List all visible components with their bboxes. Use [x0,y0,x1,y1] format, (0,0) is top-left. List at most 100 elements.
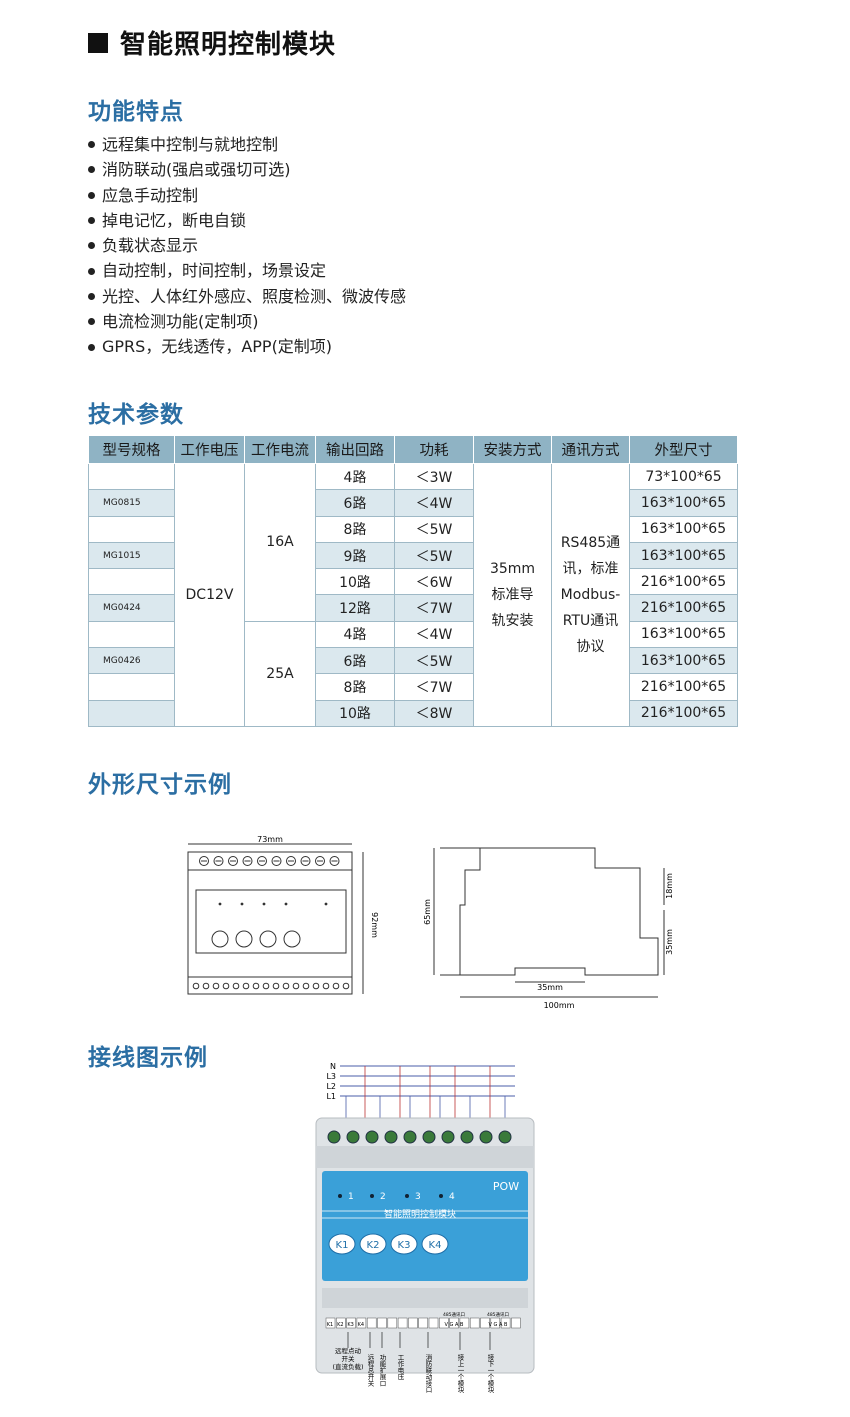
port-a-label: 485通讯口 [443,1311,465,1318]
feature-item: 光控、人体红外感应、照度检测、微波传感 [88,284,406,309]
side-top-label: 18mm [665,873,674,899]
terminal-screw-icon [460,1130,474,1144]
section-title-specs: 技术参数 [88,402,184,428]
screw-icon [199,856,209,866]
size-cell: 163*100*65 [629,620,738,649]
bullet-icon [88,292,95,300]
front-width-label: 73mm [257,835,283,844]
size-cell: 163*100*65 [629,489,738,517]
side-height-label: 65mm [423,899,432,925]
model-cell: MG0426 [88,647,175,675]
key-button-icon [390,1233,418,1255]
power-cell: ＜4W [394,489,474,517]
feature-item: 应急手动控制 [88,183,406,208]
current-cell: 16A [244,463,316,622]
current-cell: 25A [244,620,316,727]
circuit-cell: 6路 [315,647,395,675]
screw-icon [228,856,238,866]
led-icon [405,1194,409,1198]
key-button-icon [421,1233,449,1255]
size-cell: 216*100*65 [629,568,738,596]
bottom-terminal-cell [428,1317,439,1329]
table-header-cell: 通讯方式 [551,435,630,464]
led-dot-icon [218,902,222,906]
feature-item: GPRS，无线透传，APP(定制项) [88,334,406,359]
terminal-icon [202,982,210,990]
feature-text: 应急手动控制 [102,185,199,205]
wiring-note-labels: 远程点动开关(直流负载)远程总开关功能扩展口工作电压消防联动接口接上一个模块接下… [332,1332,494,1394]
feature-item: 自动控制，时间控制，场景设定 [88,258,406,283]
power-cell: ＜8W [394,699,474,727]
feature-text: 远程集中控制与就地控制 [102,135,279,154]
bullet-icon [88,166,95,174]
top-terminal-row [327,1130,512,1144]
bottom-terminal-cell [500,1317,511,1329]
power-cell: ＜6W [394,568,474,596]
feature-item: 掉电记忆，断电自锁 [88,208,406,233]
power-cell: ＜7W [394,673,474,701]
screw-icon [315,856,325,866]
circuit-cell: 4路 [315,620,395,649]
terminal-screw-icon [422,1130,436,1144]
key-icon [283,930,301,948]
terminal-screw-icon [346,1130,360,1144]
bottom-terminal-cell [490,1317,501,1329]
terminal-screw-icon [498,1130,512,1144]
led-dot-icon [262,902,266,906]
bottom-terminal-cell [325,1317,336,1329]
page-title: 智能照明控制模块 [88,24,336,61]
model-cell [88,462,175,491]
mount-line: 轨安装 [491,612,534,629]
table-header-row: 型号规格工作电压工作电流输出回路功耗安装方式通讯方式外型尺寸 [88,435,738,464]
note-label: (直流负载) [332,1362,363,1371]
screw-icon [271,856,282,866]
bullet-icon [88,217,95,225]
port-b-pins: V G A B [489,1322,508,1328]
model-cell [88,620,175,649]
square-bullet-icon [88,32,108,53]
power-cell: ＜5W [394,541,474,570]
screw-icon [286,856,296,866]
bullet-icon [88,267,95,275]
front-view-outline [187,851,353,995]
section-title-features: 功能特点 [88,99,184,125]
section-title-dims: 外形尺寸示例 [88,772,232,798]
bullet-icon [88,343,95,351]
power-cell: ＜5W [394,647,474,675]
voltage-cell: DC12V [174,463,245,727]
feature-list: 远程集中控制与就地控制消防联动(强启或强切可选)应急手动控制掉电记忆，断电自锁负… [88,132,406,360]
size-cell: 163*100*65 [629,647,738,675]
led-label: 4 [449,1192,455,1202]
table-header-cell: 安装方式 [473,435,552,464]
terminal-icon [342,982,350,990]
terminal-icon [242,982,250,990]
model-cell [88,673,175,701]
led-icon [439,1194,443,1198]
model-cell: MG0815 [88,489,175,517]
model-cell [88,515,175,543]
bottom-terminal-cell [346,1317,356,1329]
terminal-icon [312,982,320,990]
bottom-terminal-cell [356,1317,367,1329]
side-bottom-label: 35mm [665,929,674,955]
power-cell: ＜7W [394,594,474,622]
power-cell: ＜5W [394,515,474,543]
key-icon [211,930,229,948]
front-view-panel [195,889,347,954]
note-label: 远程点动 [335,1346,362,1355]
size-cell: 73*100*65 [629,462,738,491]
note-label-vertical: 工作电压 [396,1354,404,1381]
bus-line-label: L2 [326,1082,336,1091]
feature-item: 负载状态显示 [88,233,406,258]
feature-item: 电流检测功能(定制项) [88,309,406,334]
note-label-vertical: 接上一个模块 [456,1353,464,1395]
table-header-cell: 外型尺寸 [629,435,738,464]
terminal-screw-icon [327,1130,341,1144]
